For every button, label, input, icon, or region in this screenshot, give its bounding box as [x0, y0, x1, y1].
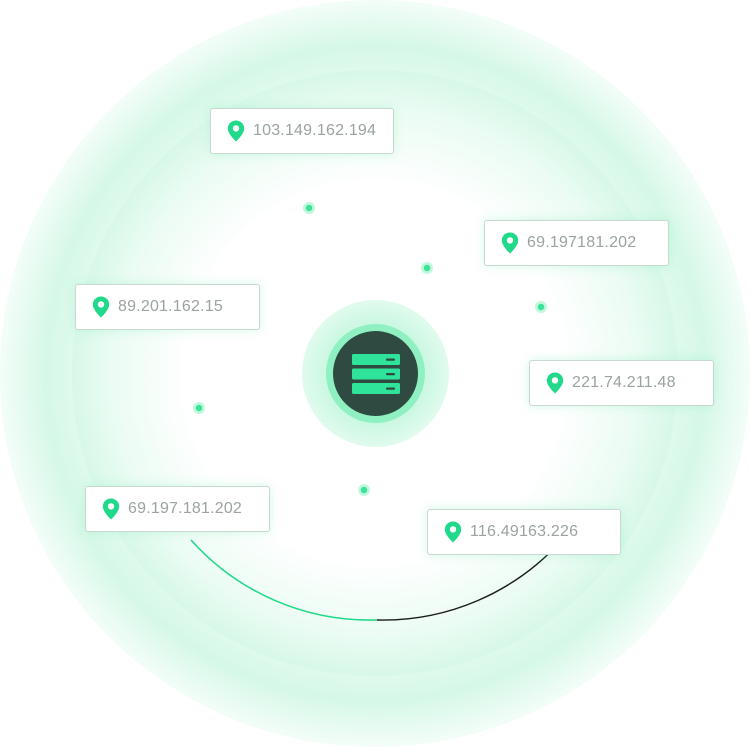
ip-card-node-4[interactable]: 221.74.211.48 — [529, 360, 714, 406]
ip-card-node-5[interactable]: 69.197.181.202 — [85, 486, 270, 532]
network-dot — [421, 262, 433, 274]
location-pin-icon — [501, 232, 519, 254]
ip-card-node-3[interactable]: 89.201.162.15 — [75, 284, 260, 330]
ip-card-node-2[interactable]: 69.197181.202 — [484, 220, 669, 266]
ip-address: 103.149.162.194 — [253, 122, 377, 139]
location-pin-icon — [546, 372, 564, 394]
location-pin-icon — [102, 498, 120, 520]
ip-address: 116.49163.226 — [470, 523, 579, 540]
server-node[interactable] — [333, 331, 418, 416]
ip-address: 69.197.181.202 — [128, 500, 243, 517]
network-dot — [303, 202, 315, 214]
network-dot — [535, 301, 547, 313]
network-dot — [358, 484, 370, 496]
ip-card-node-1[interactable]: 103.149.162.194 — [210, 108, 394, 154]
network-dot — [193, 402, 205, 414]
location-pin-icon — [92, 296, 110, 318]
ip-address: 221.74.211.48 — [572, 374, 676, 391]
location-pin-icon — [444, 521, 462, 543]
location-pin-icon — [227, 120, 245, 142]
ip-card-node-6[interactable]: 116.49163.226 — [427, 509, 621, 555]
ip-address: 89.201.162.15 — [118, 298, 223, 315]
server-stack-icon — [351, 353, 400, 394]
ip-address: 69.197181.202 — [527, 234, 637, 251]
